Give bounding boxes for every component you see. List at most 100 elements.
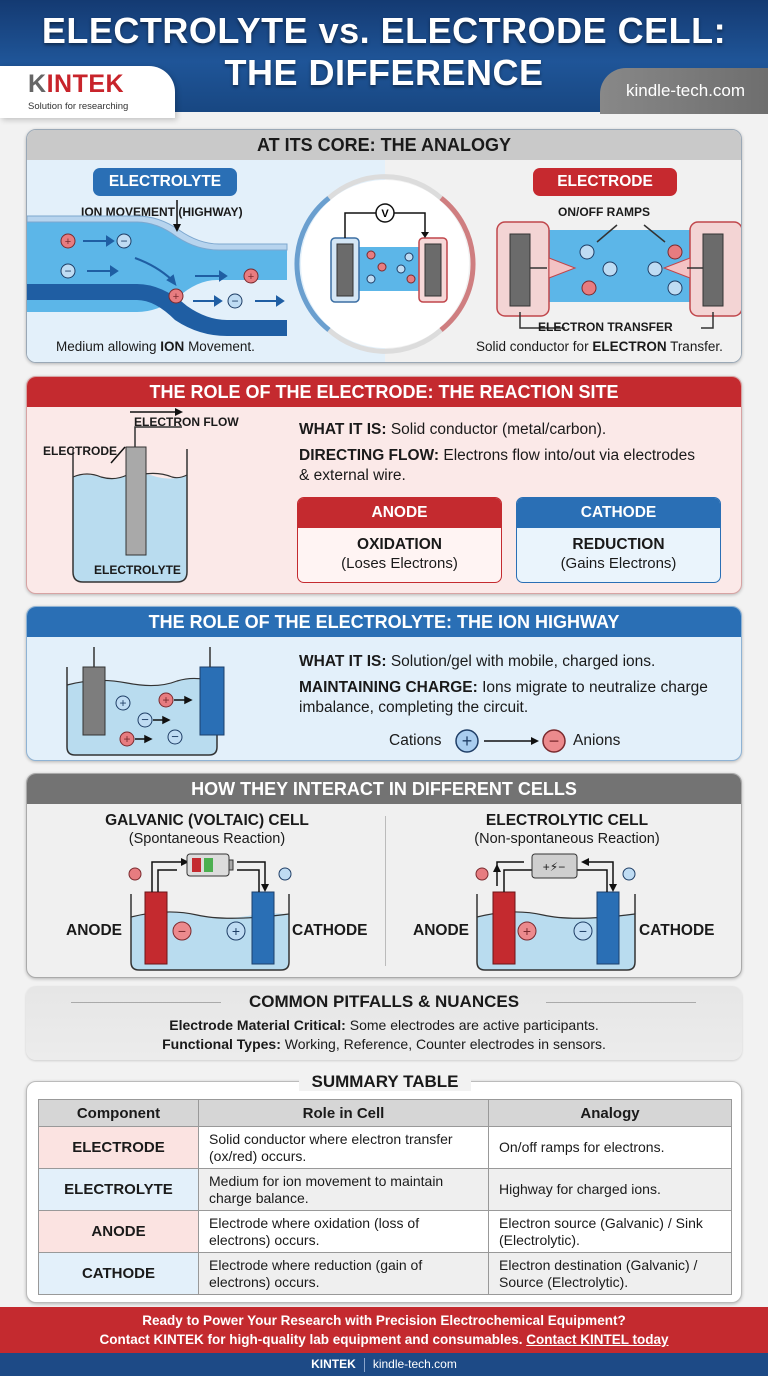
footer-separator (363, 1357, 365, 1372)
page-title: ELECTROLYTE vs. ELECTRODE CELL: THE DIFF… (0, 10, 768, 94)
brand-wordmark: KINTEK (28, 70, 124, 99)
table-row: CATHODE Electrode where reduction (gain … (38, 1252, 732, 1295)
pitfalls-section: COMMON PITFALLS & NUANCES Electrode Mate… (26, 986, 742, 1060)
role-cell: Electrode where oxidation (loss of elect… (198, 1210, 489, 1253)
electrode-role-title: THE ROLE OF THE ELECTRODE: THE REACTION … (27, 377, 741, 407)
pitfall-text: Some electrodes are active participants. (345, 1017, 599, 1033)
power-source-symbol: +⚡− (543, 860, 565, 874)
on-off-ramps-label: ON/OFF RAMPS (558, 205, 650, 219)
cell-types-section: HOW THEY INTERACT IN DIFFERENT CELLS GAL… (26, 773, 742, 978)
ion-migration-beaker-illustration: + + − + − (66, 647, 225, 756)
caption-post: Transfer. (666, 339, 723, 354)
electrode-label: ELECTRODE (43, 444, 118, 458)
electrolytic-subtitle: (Non-spontaneous Reaction) (474, 831, 660, 847)
cta-line-1: Ready to Power Your Research with Precis… (142, 1313, 626, 1328)
what-text: Solution/gel with mobile, charged ions. (386, 653, 656, 670)
pitfall-item: Electrode Material Critical: Some electr… (26, 1017, 742, 1033)
pitfall-label: Functional Types: (162, 1036, 281, 1052)
role-cell: Medium for ion movement to maintain char… (198, 1168, 489, 1211)
title-rule-right (546, 1002, 696, 1003)
analogy-cell: Electron destination (Galvanic) / Source… (488, 1252, 732, 1295)
electrode-directing-flow: DIRECTING FLOW: Electrons flow into/out … (299, 446, 699, 486)
role-cell: Electrode where reduction (gain of elect… (198, 1252, 489, 1295)
svg-text:+: + (65, 236, 71, 248)
electrolyte-caption: Medium allowing ION Movement. (56, 339, 255, 354)
electrolytic-cathode-label: CATHODE (639, 922, 715, 939)
column-header-component: Component (38, 1099, 199, 1127)
website-link[interactable]: kindle-tech.com (600, 68, 768, 114)
cations-label: Cations (389, 732, 442, 749)
kintek-logo[interactable]: KINTEK Solution for researching (0, 66, 175, 118)
caption-bold: ELECTRON (592, 339, 667, 354)
pitfall-label: Electrode Material Critical: (169, 1017, 346, 1033)
galvanic-title: GALVANIC (VOLTAIC) CELL (105, 812, 309, 829)
brand-k: K (28, 70, 47, 98)
cta-banner: Ready to Power Your Research with Precis… (0, 1307, 768, 1353)
analogy-cell: Electron source (Galvanic) / Sink (Elect… (488, 1210, 732, 1253)
component-cell: ELECTRODE (38, 1126, 199, 1169)
svg-text:+: + (123, 732, 130, 746)
analogy-title: AT ITS CORE: THE ANALOGY (27, 130, 741, 160)
electrolyte-role-title: THE ROLE OF THE ELECTROLYTE: THE ION HIG… (27, 607, 741, 637)
svg-text:−: − (579, 923, 587, 939)
svg-text:+: + (523, 923, 531, 939)
what-text: Solid conductor (metal/carbon). (386, 421, 607, 438)
galvanic-anode-label: ANODE (66, 922, 122, 939)
footer-brand[interactable]: KINTEK (311, 1357, 356, 1371)
electrode-caption: Solid conductor for ELECTRON Transfer. (476, 339, 723, 354)
table-row: ANODE Electrode where oxidation (loss of… (38, 1210, 732, 1253)
table-row: ELECTROLYTE Medium for ion movement to m… (38, 1168, 732, 1211)
electron-transfer-label: ELECTRON TRANSFER (538, 320, 673, 334)
summary-title-text: SUMMARY TABLE (299, 1072, 471, 1091)
galvanic-cathode-label: CATHODE (292, 922, 368, 939)
cathode-card-header: CATHODE (517, 498, 720, 528)
electrolyte-label: ELECTROLYTE (94, 563, 181, 577)
electrode-pill: ELECTRODE (533, 168, 677, 196)
cell-divider (385, 816, 386, 966)
anions-label: Anions (573, 732, 621, 749)
cathode-card-sub: (Gains Electrons) (560, 555, 677, 572)
svg-text:−: − (64, 264, 71, 278)
anode-card-sub: (Loses Electrons) (341, 555, 458, 572)
anode-card: ANODE OXIDATION (Loses Electrons) (297, 497, 502, 583)
title-line-1: ELECTROLYTE vs. ELECTRODE CELL: (41, 10, 727, 51)
anode-card-header: ANODE (298, 498, 501, 528)
what-label: WHAT IT IS: (299, 421, 387, 438)
component-cell: ANODE (38, 1210, 199, 1253)
voltmeter-symbol: V (381, 208, 389, 220)
anode-card-main: OXIDATION (357, 536, 442, 553)
header-banner: ELECTROLYTE vs. ELECTRODE CELL: THE DIFF… (0, 0, 768, 118)
electrolytic-anode-label: ANODE (413, 922, 469, 939)
cation-anion-arrow-icon: + − (455, 729, 566, 753)
brand-tagline: Solution for researching (28, 101, 129, 112)
svg-text:+: + (248, 271, 254, 283)
table-header-row: Component Role in Cell Analogy (38, 1099, 732, 1127)
flow-text: Electrons flow into/out via electrodes &… (299, 447, 695, 484)
svg-text:−: − (141, 712, 149, 727)
cta-line-2: Contact KINTEK for high-quality lab equi… (0, 1330, 768, 1349)
electrolytic-cell-illustration: +⚡− + − (475, 853, 637, 971)
charge-label: MAINTAINING CHARGE: (299, 679, 478, 696)
svg-text:+: + (173, 291, 179, 303)
electrolytic-title: ELECTROLYTIC CELL (485, 812, 649, 829)
svg-text:+: + (462, 731, 473, 751)
galvanic-subtitle: (Spontaneous Reaction) (128, 831, 286, 847)
footer-url[interactable]: kindle-tech.com (372, 1357, 457, 1371)
column-header-analogy: Analogy (488, 1099, 732, 1127)
electrolyte-pill: ELECTROLYTE (93, 168, 237, 196)
column-header-role: Role in Cell (198, 1099, 489, 1127)
cell-types-title: HOW THEY INTERACT IN DIFFERENT CELLS (27, 774, 741, 804)
cathode-card-main: REDUCTION (572, 536, 665, 553)
galvanic-cell-illustration: − + (128, 853, 292, 971)
svg-text:−: − (120, 234, 127, 248)
caption-pre: Solid conductor for (476, 339, 593, 354)
svg-text:−: − (178, 923, 186, 939)
footer-bar: KINTEK kindle-tech.com (0, 1353, 768, 1376)
cta-text: Contact KINTEK for high-quality lab equi… (99, 1332, 527, 1347)
role-cell: Solid conductor where electron transfer … (198, 1126, 489, 1169)
pitfall-text: Working, Reference, Counter electrodes i… (280, 1036, 606, 1052)
contact-link[interactable]: Contact KINTEL today (526, 1332, 669, 1347)
svg-text:+: + (162, 693, 169, 707)
caption-bold: ION (160, 339, 185, 354)
caption-post: Movement. (184, 339, 255, 354)
